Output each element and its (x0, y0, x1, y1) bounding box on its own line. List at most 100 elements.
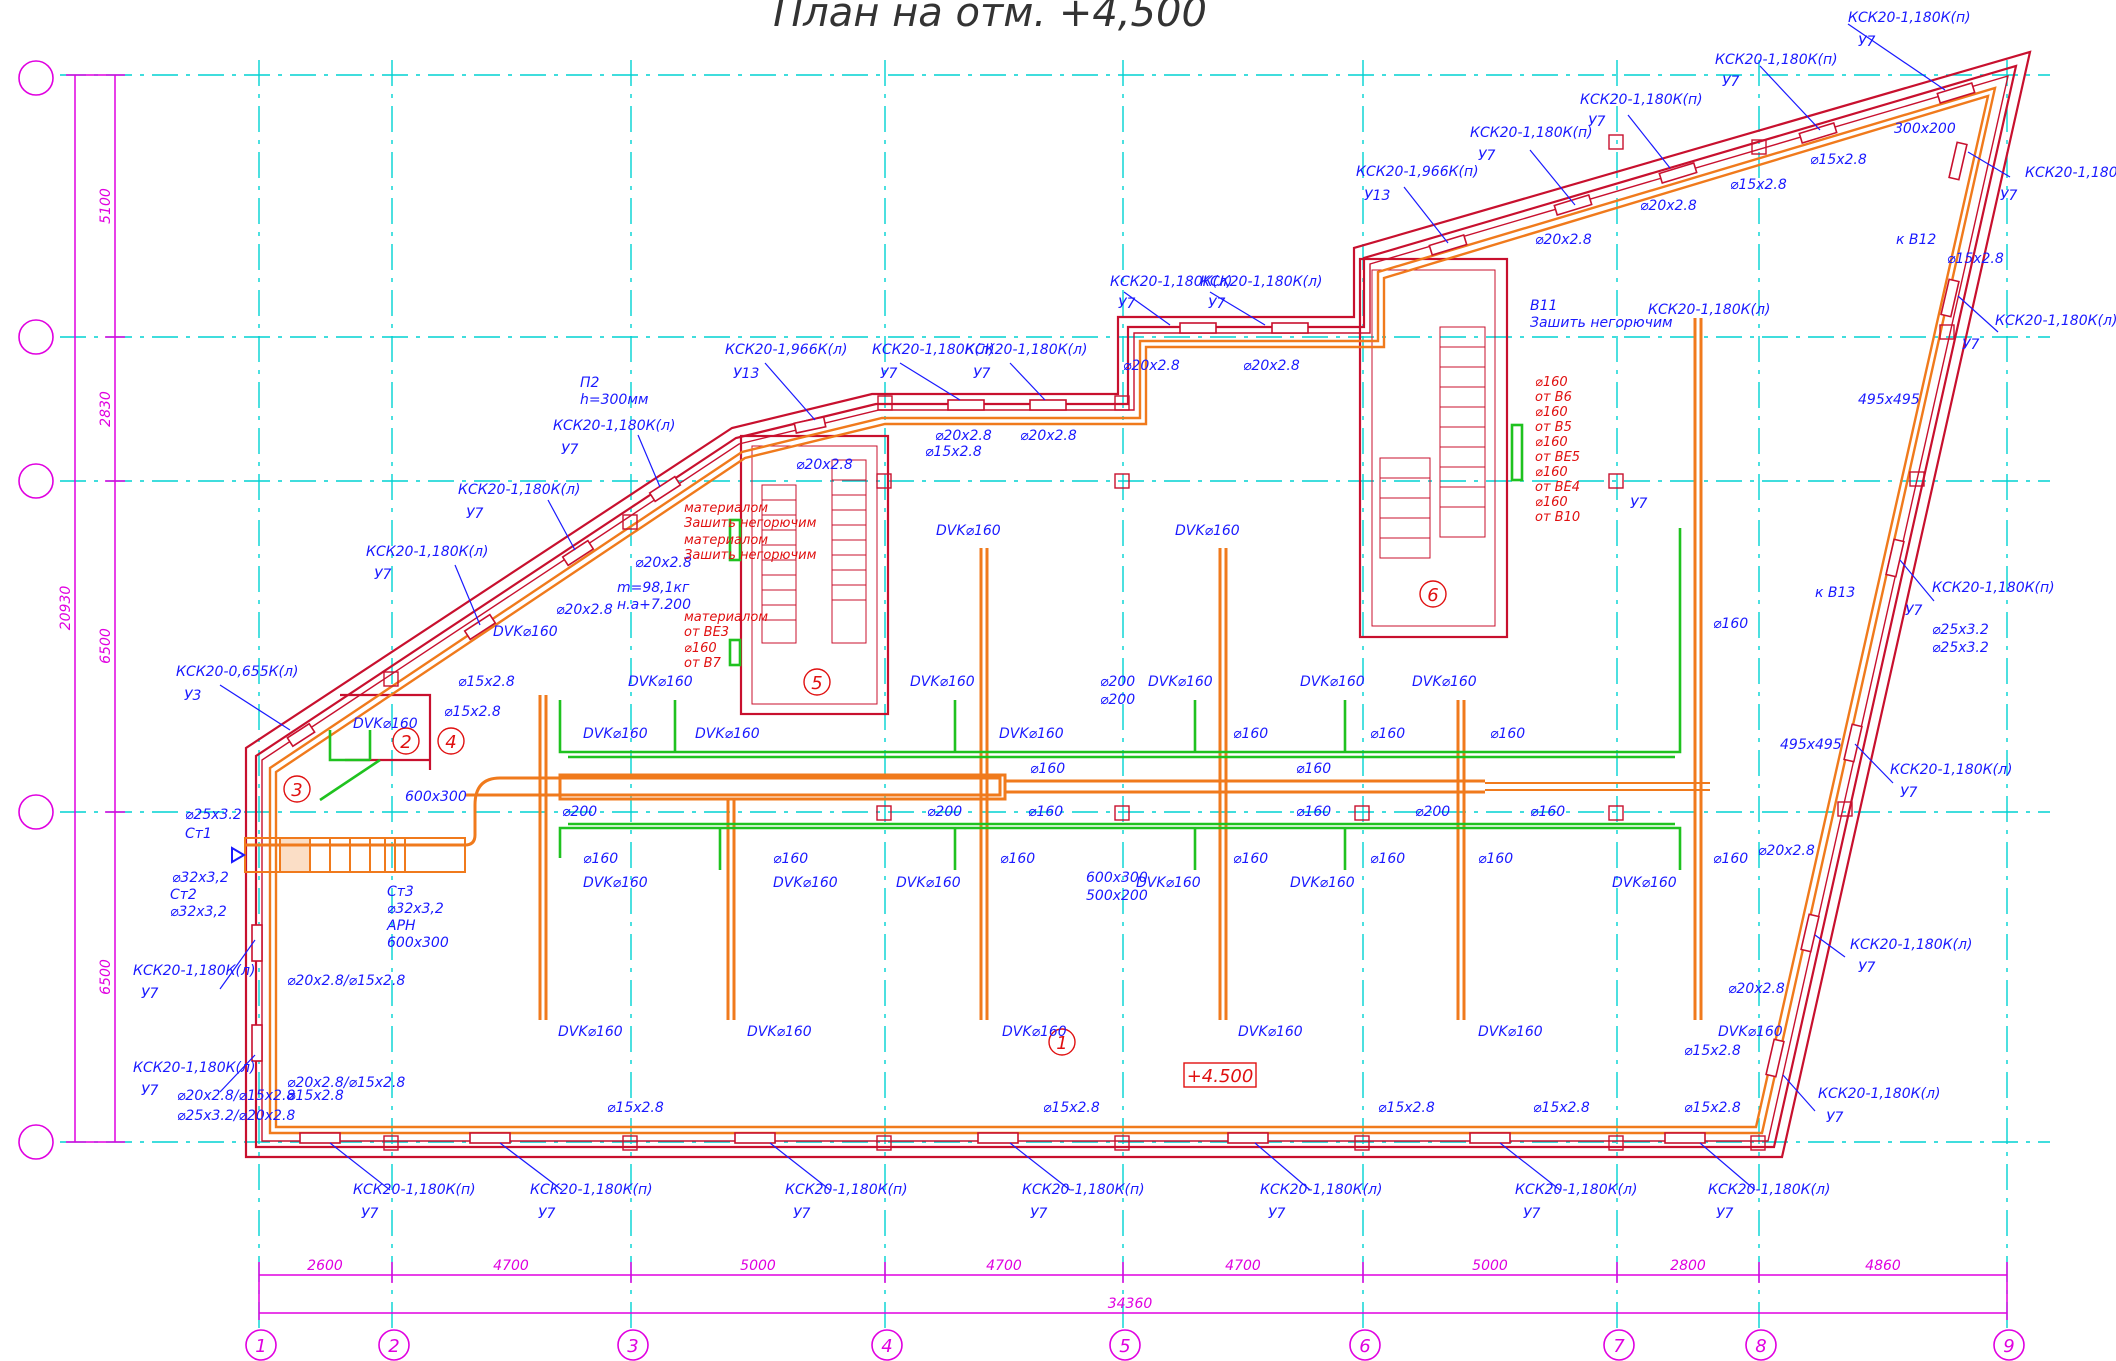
annotation: ⌀25х3.2 (1932, 640, 1989, 656)
annotation: Ст3 (387, 884, 414, 900)
room-number: 1 (1056, 1033, 1067, 1054)
annotation: КСК20-1,180К(п) (1932, 580, 2055, 596)
dim-value: 5000 (740, 1258, 776, 1274)
axis-label-2: 2 (388, 1336, 399, 1357)
annotation: ⌀20х2.8 (1020, 428, 1077, 444)
riser-label: ⌀160 (1535, 405, 1568, 420)
annotation: КСК20-1,180К(п) (530, 1182, 653, 1198)
annotation: КСК20-1,180К(л) (872, 342, 994, 358)
annotation: DVK⌀160 (1175, 523, 1240, 539)
annotation: ⌀20х2.8/⌀15х2.8 (287, 973, 405, 989)
annotation: DVK⌀160 (1612, 875, 1677, 891)
annotation: У7 (1962, 337, 1980, 353)
dimension-lines (66, 74, 2008, 1320)
annotation: КСК20-1,180К(л) (1260, 1182, 1382, 1198)
riser-label: материалом (684, 610, 768, 625)
annotation: DVK⌀160 (1412, 674, 1477, 690)
annotation: ⌀200 (1100, 674, 1135, 690)
dim-value: 2830 (98, 391, 114, 427)
annotation: ⌀20х2.8/⌀15х2.8 (287, 1075, 405, 1091)
annotation: ⌀160 (1713, 616, 1748, 632)
annotation: АРН (386, 918, 416, 934)
annotation: 495х495 (1780, 737, 1842, 753)
annotation: У7 (1858, 960, 1876, 976)
annotation: КСК20-1,180К(л) (1818, 1086, 1940, 1102)
plan-title: План на отм. +4,500 (773, 0, 1207, 36)
annotation: У13 (1364, 188, 1390, 204)
annotation: ⌀15х2.8 (607, 1100, 664, 1116)
annotation: ⌀20х2.8 (635, 555, 692, 571)
dim-value: 2800 (1670, 1258, 1706, 1274)
annotation: КСК20-1,180К(л) (1890, 762, 2012, 778)
room-number: 4 (445, 732, 456, 753)
axis-label-6: 6 (1359, 1336, 1370, 1357)
annotation: DVK⌀160 (896, 875, 961, 891)
annotation: У7 (1900, 785, 1918, 801)
annotation: КСК20-1,180К(л) (1515, 1182, 1637, 1198)
annotation: DVK⌀160 (628, 674, 693, 690)
axis-label-5: 5 (1119, 1336, 1130, 1357)
elevation-mark-box (1183, 1062, 1257, 1088)
annotation: DVK⌀160 (1718, 1024, 1783, 1040)
annotation: ⌀160 (1478, 851, 1513, 867)
annotation: У7 (1208, 296, 1226, 312)
axis-bubbles (18, 60, 2025, 1361)
annotation: ⌀15х2.8 (1684, 1043, 1741, 1059)
annotation: У7 (141, 986, 159, 1002)
annotation: У7 (1905, 603, 1923, 619)
annotation: ⌀160 (1370, 726, 1405, 742)
annotation: ⌀20х2.8 (1728, 981, 1785, 997)
axis-labels: 1 2 3 4 5 6 7 8 9 (255, 1336, 2014, 1357)
annotation: КСК20-1,180К(л) (1648, 302, 1770, 318)
annotation: ⌀20х2.8/⌀15х2.8 (177, 1088, 295, 1104)
annotation: ⌀15х2.8 (1043, 1100, 1100, 1116)
annotation: m=98,1кг (617, 580, 690, 596)
annotation: н.а+7.200 (617, 597, 691, 613)
annotation: У7 (1030, 1206, 1048, 1222)
annotation: У7 (561, 442, 579, 458)
annotation: У7 (141, 1083, 159, 1099)
annotation: ⌀200 (927, 804, 962, 820)
annotation: У7 (1630, 496, 1648, 512)
annotation: DVK⌀160 (583, 875, 648, 891)
axis-label-9: 9 (2003, 1336, 2014, 1357)
dim-value: 4700 (1225, 1258, 1261, 1274)
dim-value: 2600 (307, 1258, 343, 1274)
dim-value: 6500 (98, 628, 114, 664)
room-number: 6 (1427, 585, 1438, 606)
building-walls (244, 50, 2032, 1159)
annotation: DVK⌀160 (1478, 1024, 1543, 1040)
annotation: КСК20-1,966К(л) (725, 342, 847, 358)
annotation: У7 (1716, 1206, 1734, 1222)
annotation: У7 (1588, 114, 1606, 130)
annotation: ⌀15х2.8 (1810, 152, 1867, 168)
annotation: ⌀160 (1233, 726, 1268, 742)
riser-label: от В10 (1535, 510, 1580, 525)
annotation: ⌀160 (1030, 761, 1065, 777)
stair-treads (761, 326, 1486, 644)
annotation: DVK⌀160 (583, 726, 648, 742)
room-numbers: 1 2 3 4 5 6 (291, 585, 1438, 1054)
annotation: ⌀20х2.8 (1243, 358, 1300, 374)
annotation: ⌀15х2.8 (925, 444, 982, 460)
annotation: ⌀160 (1233, 851, 1268, 867)
annotation: ⌀32х3,2 (170, 904, 227, 920)
axis-label-1: 1 (255, 1336, 266, 1357)
annotation: В11 (1530, 298, 1557, 314)
annotation: У7 (973, 366, 991, 382)
annotation: У7 (1268, 1206, 1286, 1222)
annotation: ⌀25х3.2/⌀20х2.8 (177, 1108, 295, 1124)
annotation: КСК20-1,180К(л) (1708, 1182, 1830, 1198)
annotation: КСК20-1,180К(л) (366, 544, 488, 560)
dim-value-total: 20930 (58, 586, 74, 631)
heating-pipes (268, 86, 1997, 1135)
annotation: У7 (538, 1206, 556, 1222)
annotation: У3 (184, 688, 201, 704)
annotation: КСК20-1,180К(л) (133, 963, 255, 979)
dim-value: 5100 (98, 188, 114, 224)
annotation: DVK⌀160 (353, 716, 418, 732)
annotation: ⌀15х2.8 (1684, 1100, 1741, 1116)
annotation: ⌀25х3.2 (1932, 622, 1989, 638)
dim-value: 6500 (98, 959, 114, 995)
annotation: ⌀20х2.8 (1535, 232, 1592, 248)
